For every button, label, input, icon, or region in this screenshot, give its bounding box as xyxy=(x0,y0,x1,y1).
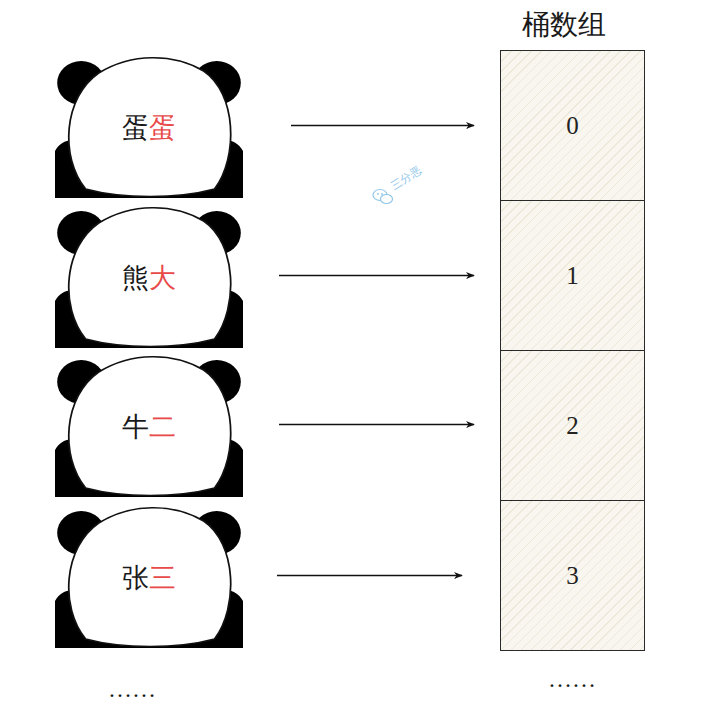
ellipsis: …… xyxy=(548,666,596,693)
watermark: 三分恶 xyxy=(388,163,424,193)
arrow-connector xyxy=(291,125,474,127)
panda-node: 熊大 xyxy=(55,203,243,348)
bucket-cell: 3 xyxy=(500,500,645,651)
bucket-cell: 0 xyxy=(500,50,645,201)
arrow-connector xyxy=(279,275,474,277)
panda-node: 蛋蛋 xyxy=(55,53,243,198)
name-label: 熊大 xyxy=(55,261,243,295)
bucket-cell: 2 xyxy=(500,350,645,501)
name-label: 张三 xyxy=(55,561,243,595)
name-label: 牛二 xyxy=(55,410,243,444)
name-label: 蛋蛋 xyxy=(55,111,243,145)
panda-node: 张三 xyxy=(55,503,243,648)
bucket-index: 1 xyxy=(566,261,579,291)
arrow-connector xyxy=(279,424,474,426)
panda-node: 牛二 xyxy=(55,352,243,497)
wechat-icon xyxy=(372,188,394,206)
column-title: 桶数组 xyxy=(522,8,606,42)
bucket-cell: 1 xyxy=(500,200,645,351)
bucket-index: 0 xyxy=(566,111,579,141)
arrow-connector xyxy=(277,575,462,577)
bucket-index: 2 xyxy=(566,411,579,441)
bucket-index: 3 xyxy=(566,561,579,591)
ellipsis: …… xyxy=(108,676,156,703)
